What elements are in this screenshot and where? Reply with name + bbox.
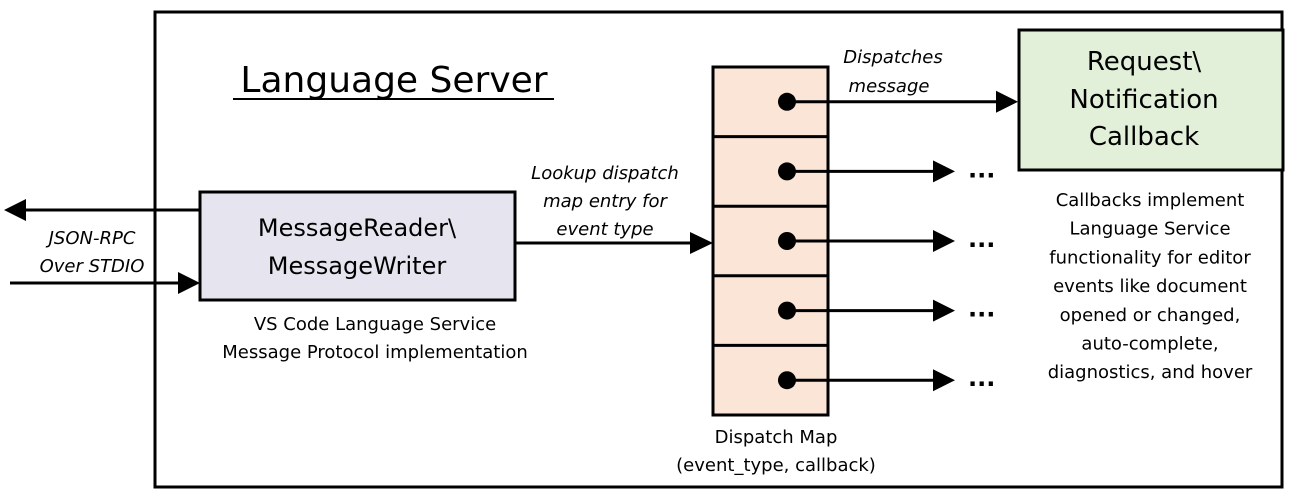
arrowhead-right-icon	[178, 272, 200, 294]
arrowhead-right-icon	[996, 90, 1018, 113]
ellipsis: ...	[968, 364, 995, 392]
ellipsis: ...	[968, 295, 995, 323]
reader-box-label: MessageReader\	[258, 214, 457, 242]
callback-description-line: Callbacks implement	[1056, 190, 1245, 211]
dispatches-label: message	[849, 76, 930, 97]
callback-box-label: Request\	[1087, 47, 1202, 77]
dispatch-map-caption: Dispatch Map	[715, 427, 838, 448]
arrowhead-right-icon	[933, 369, 955, 392]
callback-box-label: Notification	[1069, 85, 1218, 115]
page-title: Language Server	[240, 60, 547, 101]
arrowhead-right-icon	[933, 230, 955, 252]
callback-description-line: diagnostics, and hover	[1048, 362, 1253, 383]
ellipsis: ...	[968, 225, 995, 253]
callback-box	[1017, 28, 1285, 172]
reader-caption: Message Protocol implementation	[222, 342, 528, 363]
lookup-label: Lookup dispatch	[531, 163, 679, 184]
arrowhead-right-icon	[933, 160, 955, 183]
jsonrpc-label: Over STDIO	[40, 256, 145, 277]
reader-caption: VS Code Language Service	[254, 314, 496, 335]
arrowhead-right-icon	[933, 299, 955, 322]
reader-box-label: MessageWriter	[268, 252, 447, 280]
arrowhead-right-icon	[690, 232, 713, 254]
lookup-label: map entry for	[543, 191, 668, 212]
callback-description-line: events like document	[1053, 276, 1247, 297]
lookup-label: event type	[556, 219, 653, 240]
callback-description-line: auto-complete,	[1081, 334, 1218, 355]
callback-box-label: Callback	[1089, 122, 1199, 152]
ellipsis: ...	[968, 155, 995, 183]
message-reader-writer-box	[198, 190, 517, 302]
dispatches-label: Dispatches	[843, 47, 943, 68]
callback-description-line: Language Service	[1069, 219, 1230, 240]
jsonrpc-label: JSON-RPC	[46, 228, 136, 249]
callback-description-line: opened or changed,	[1060, 305, 1241, 326]
dispatch-map-caption: (event_type, callback)	[676, 455, 876, 476]
callback-description-line: functionality for editor	[1049, 247, 1251, 268]
arrowhead-left-icon	[4, 199, 26, 221]
